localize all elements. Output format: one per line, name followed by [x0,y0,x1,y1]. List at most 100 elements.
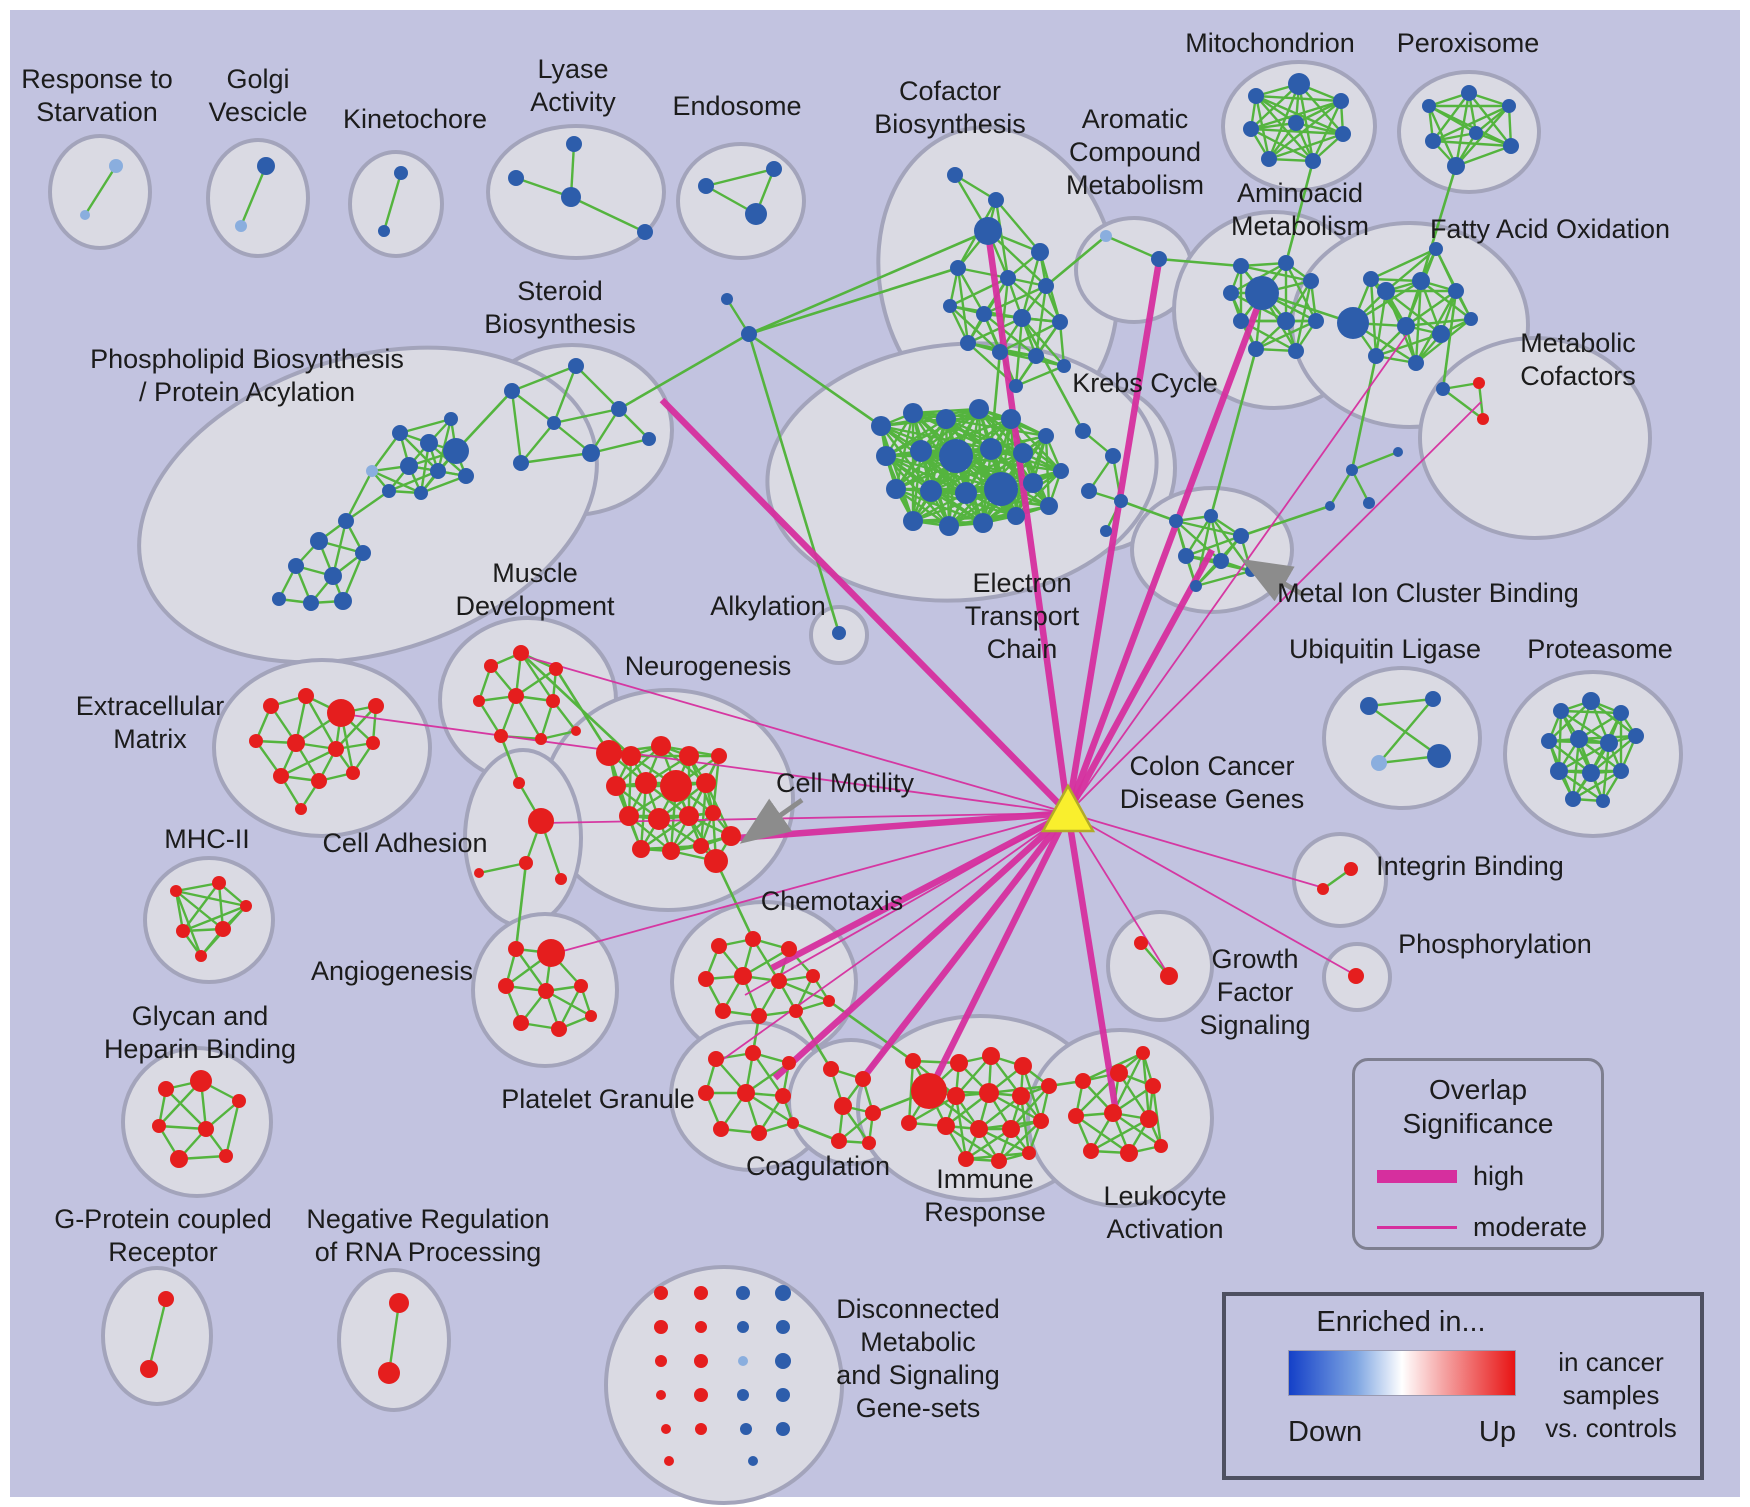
node-electron-transport-chain[interactable] [886,479,906,499]
node-cell-adhesion[interactable] [528,808,554,834]
node-disconnected-gene-sets[interactable] [655,1355,667,1367]
node-cofactor-biosynthesis[interactable] [1031,243,1049,261]
node-steroid-biosynthesis[interactable] [547,416,561,430]
node-disconnected-gene-sets[interactable] [775,1353,791,1369]
node-electron-transport-chain[interactable] [939,516,959,536]
node-proteasome[interactable] [1550,762,1568,780]
node-phospholipid-biosynthesis[interactable] [366,465,378,477]
node-aminoacid-metabolism[interactable] [1245,276,1279,310]
node-proteasome[interactable] [1613,763,1629,779]
node-chemotaxis[interactable] [698,971,714,987]
node-lyase-activity[interactable] [637,224,653,240]
node-proteasome[interactable] [1570,730,1588,748]
node-electron-transport-chain[interactable] [1007,507,1025,525]
node-phospholipid-biosynthesis[interactable] [334,592,352,610]
node-electron-transport-chain[interactable] [973,513,993,533]
node-krebs-cycle[interactable] [1114,494,1128,508]
node-neurogenesis[interactable] [696,773,716,793]
node-proteasome[interactable] [1596,794,1610,808]
node-platelet-granule[interactable] [708,1051,724,1067]
node-growth-factor-signaling[interactable] [1160,967,1178,985]
node-phospholipid-biosynthesis[interactable] [310,532,328,550]
node-neurogenesis[interactable] [619,806,639,826]
node-angiogenesis[interactable] [537,939,565,967]
node-phospholipid-biosynthesis[interactable] [303,595,319,611]
node-extracellular-matrix[interactable] [368,698,384,714]
node-immune-response[interactable] [970,1120,988,1138]
node-cofactor-biosynthesis[interactable] [976,306,992,322]
node-cofactor-biosynthesis[interactable] [1009,379,1023,393]
node-peroxisome[interactable] [1425,133,1441,149]
node-aminoacid-metabolism[interactable] [1288,343,1304,359]
node-platelet-granule[interactable] [775,1088,791,1104]
node-disconnected-gene-sets[interactable] [738,1356,748,1366]
node-metal-ion-cluster-binding[interactable] [1204,509,1218,523]
node-proteasome[interactable] [1541,733,1557,749]
node-metal-ion-cluster-binding[interactable] [1169,514,1183,528]
node-peroxisome[interactable] [1503,138,1519,154]
node-phospholipid-biosynthesis[interactable] [382,484,396,498]
node-ubiquitin-ligase[interactable] [1371,755,1387,771]
node-cofactor-biosynthesis[interactable] [1038,278,1054,294]
node-extracellular-matrix[interactable] [287,734,305,752]
node-fatty-acid-oxidation[interactable] [1448,283,1464,299]
node-disconnected-gene-sets[interactable] [740,1423,752,1435]
node-peroxisome[interactable] [1447,157,1465,175]
node-aminoacid-metabolism[interactable] [1303,273,1319,289]
node-aromatic-compound-metabolism[interactable] [1151,251,1167,267]
node-coagulation[interactable] [855,1071,871,1087]
node-metal-ion-cluster-binding[interactable] [1213,553,1229,569]
node-proteasome[interactable] [1582,692,1600,710]
node-phospholipid-biosynthesis[interactable] [288,558,304,574]
node-ubiquitin-ligase[interactable] [1360,697,1378,715]
node-krebs-cycle[interactable] [1075,423,1091,439]
node-electron-transport-chain[interactable] [955,482,977,504]
node-lyase-activity[interactable] [566,136,582,152]
node-immune-response[interactable] [911,1073,947,1109]
node-cofactor-biosynthesis[interactable] [992,344,1008,360]
node-immune-response[interactable] [979,1083,999,1103]
node-platelet-granule[interactable] [782,1056,796,1070]
node-muscle-development[interactable] [473,695,485,707]
node-steroid-biosynthesis[interactable] [513,455,529,471]
node-golgi-vescicle[interactable] [257,157,275,175]
node-neurogenesis[interactable] [621,746,641,766]
node-disconnected-gene-sets[interactable] [661,1424,671,1434]
node-electron-transport-chain[interactable] [1040,497,1058,515]
colon-cancer-hub-triangle[interactable] [1040,783,1096,833]
node-aminoacid-metabolism[interactable] [1233,258,1249,274]
node-disconnected-gene-sets[interactable] [694,1388,708,1402]
node-muscle-development[interactable] [513,645,529,661]
node-cofactor-biosynthesis[interactable] [1028,348,1044,364]
node-fatty-acid-oxidation[interactable] [1464,312,1478,326]
node-electron-transport-chain[interactable] [1053,463,1069,479]
node-disconnected-gene-sets[interactable] [654,1320,668,1334]
node-electron-transport-chain[interactable] [1038,428,1054,444]
node-aminoacid-metabolism[interactable] [1248,341,1264,357]
node-electron-transport-chain[interactable] [984,472,1018,506]
node-coagulation[interactable] [862,1136,876,1150]
node-neurogenesis[interactable] [679,746,699,766]
node-glycan-heparin-binding[interactable] [170,1150,188,1168]
node-extracellular-matrix[interactable] [249,734,263,748]
node-platelet-granule[interactable] [713,1121,729,1137]
node-chemotaxis[interactable] [806,969,820,983]
node-disconnected-gene-sets[interactable] [694,1286,708,1300]
node-proteasome[interactable] [1613,705,1629,721]
node-disconnected-gene-sets[interactable] [664,1456,674,1466]
node-mitochondrion[interactable] [1243,121,1259,137]
node-immune-response[interactable] [982,1047,1000,1065]
node-golgi-vescicle[interactable] [235,220,247,232]
node-aminoacid-metabolism[interactable] [1233,313,1249,329]
node-peroxisome[interactable] [1461,85,1477,101]
node-neurogenesis[interactable] [711,748,727,764]
node-krebs-cycle[interactable] [1105,448,1121,464]
node-endosome[interactable] [698,178,714,194]
node-mhc-ii[interactable] [215,921,231,937]
node-mitochondrion[interactable] [1248,88,1264,104]
node-cell-adhesion[interactable] [513,777,525,789]
node-cell-adhesion[interactable] [474,868,484,878]
node-electron-transport-chain[interactable] [1023,473,1043,493]
node-electron-transport-chain[interactable] [903,403,923,423]
node-phospholipid-biosynthesis[interactable] [392,425,408,441]
